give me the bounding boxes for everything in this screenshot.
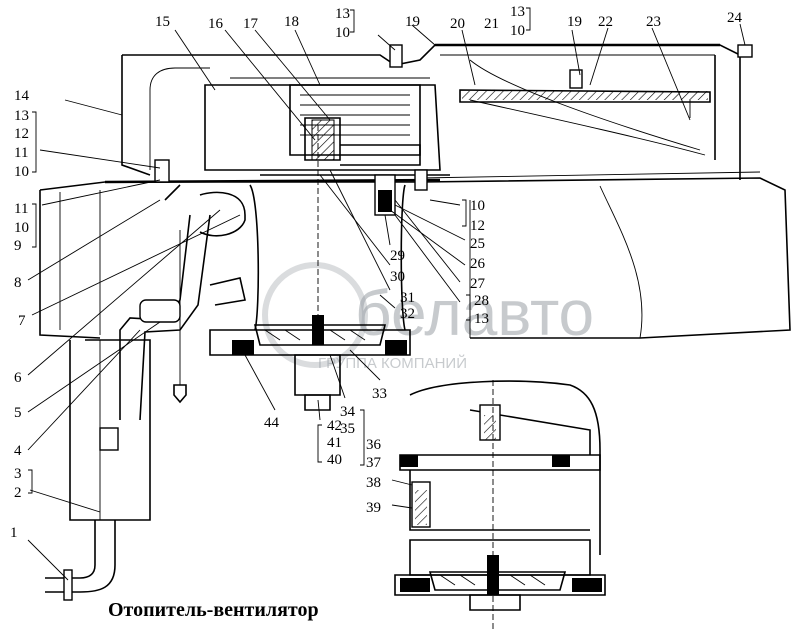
callout-42: 42 — [327, 418, 342, 434]
leader-lines — [27, 23, 746, 581]
callout-13-left: 13 — [14, 108, 29, 124]
diagram-caption: Отопитель-вентилятор — [108, 599, 319, 621]
callout-29: 29 — [390, 248, 405, 264]
callout-35: 35 — [340, 421, 355, 437]
callout-16: 16 — [208, 16, 224, 32]
grouping-brackets — [28, 7, 531, 494]
callout-34: 34 — [340, 404, 356, 420]
callout-11-left-upper: 11 — [14, 145, 28, 161]
callout-3: 3 — [14, 466, 22, 482]
callout-labels: 1 2 3 4 5 6 7 8 9 10 11 10 11 12 13 14 1… — [10, 4, 743, 541]
callout-10-left-upper: 10 — [14, 164, 29, 180]
callout-22: 22 — [598, 14, 613, 30]
callout-12-left: 12 — [14, 126, 29, 142]
callout-5: 5 — [14, 405, 22, 421]
callout-38: 38 — [366, 475, 381, 491]
fan-cylinder — [209, 125, 411, 411]
callout-44: 44 — [264, 415, 280, 431]
callout-32: 32 — [400, 306, 415, 322]
callout-9: 9 — [14, 238, 22, 254]
callout-27: 27 — [470, 276, 486, 292]
callout-1: 1 — [10, 525, 18, 541]
callout-26: 26 — [470, 256, 486, 272]
callout-30: 30 — [390, 269, 405, 285]
callout-17: 17 — [243, 16, 259, 32]
callout-37: 37 — [366, 455, 382, 471]
callout-8: 8 — [14, 275, 22, 291]
heater-casing — [121, 43, 741, 180]
callout-7: 7 — [18, 313, 26, 329]
callout-13-top-a: 13 — [335, 6, 350, 22]
callout-40: 40 — [327, 452, 342, 468]
watermark-logo-text: белавто — [355, 277, 594, 349]
callout-28: 28 — [474, 293, 489, 309]
callout-10-top-b: 10 — [510, 23, 525, 39]
callout-10-left-lower: 10 — [14, 220, 29, 236]
callout-11-left-lower: 11 — [14, 201, 28, 217]
watermark: белавто ГРУППА КОМПАНИЙ — [262, 262, 594, 372]
watermark-logo-ring — [262, 262, 368, 368]
callout-20: 20 — [450, 16, 465, 32]
callout-4: 4 — [14, 443, 22, 459]
callout-19-top-b: 19 — [567, 14, 582, 30]
callout-13-right: 13 — [474, 311, 489, 327]
callout-31: 31 — [400, 290, 415, 306]
callout-33: 33 — [372, 386, 387, 402]
callout-39: 39 — [366, 500, 381, 516]
callout-24: 24 — [727, 10, 743, 26]
callout-14: 14 — [14, 88, 30, 104]
callout-12-right: 12 — [470, 218, 485, 234]
callout-41: 41 — [327, 435, 342, 451]
callout-25: 25 — [470, 236, 485, 252]
flange-bolts — [154, 44, 753, 216]
callout-23: 23 — [646, 14, 661, 30]
callout-19-top-a: 19 — [405, 14, 420, 30]
callout-36: 36 — [366, 437, 382, 453]
callout-21: 21 — [484, 16, 499, 32]
callout-13-top-b: 13 — [510, 4, 525, 20]
coolant-pipes — [45, 184, 246, 601]
detail-inset — [394, 380, 606, 630]
callout-18: 18 — [284, 14, 299, 30]
callout-2: 2 — [14, 485, 22, 501]
callout-10-right: 10 — [470, 198, 485, 214]
watermark-tagline: ГРУППА КОМПАНИЙ — [318, 354, 467, 372]
callout-15: 15 — [155, 14, 170, 30]
callout-6: 6 — [14, 370, 22, 386]
callout-10-top-a: 10 — [335, 25, 350, 41]
